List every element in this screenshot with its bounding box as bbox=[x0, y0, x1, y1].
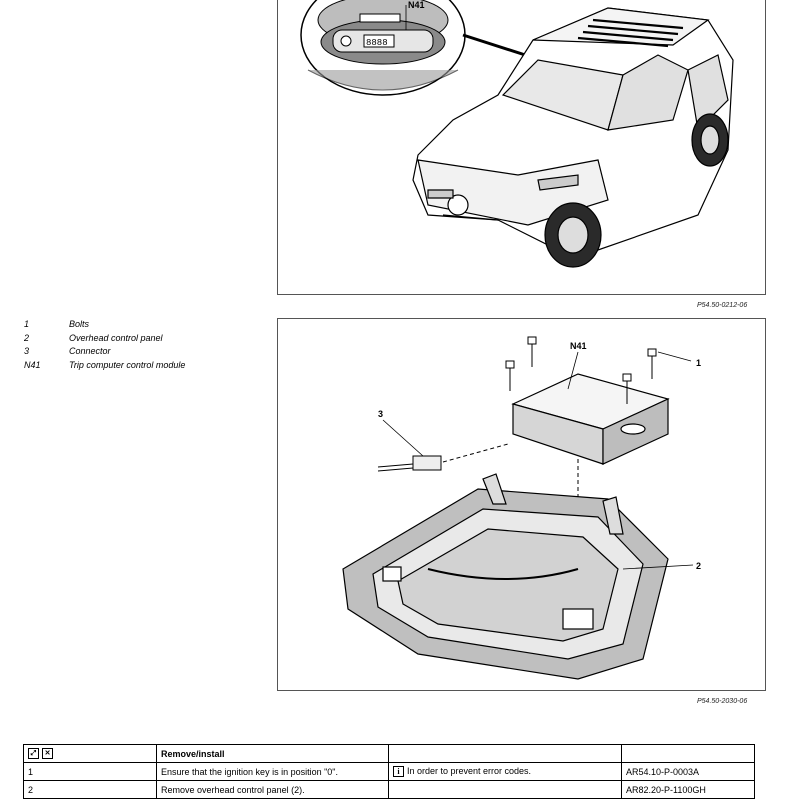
reference-link[interactable]: AR54.10-P-0003A bbox=[621, 762, 755, 781]
figure-code-bottom: P54.50-2030-06 bbox=[697, 698, 748, 705]
table-title: Remove/install bbox=[156, 744, 389, 763]
collapse-icon[interactable]: ✕ bbox=[42, 748, 53, 759]
exploded-view-figure: 1 N41 3 2 bbox=[277, 318, 766, 691]
info-icon: i bbox=[393, 766, 404, 777]
figure-code-top: P54.50-0212-06 bbox=[697, 302, 748, 309]
table-header-row: ⤢ ✕ Remove/install bbox=[23, 744, 755, 763]
vehicle-illustration: 8888 N41 bbox=[300, 0, 734, 268]
table-row: 1 Ensure that the ignition key is in pos… bbox=[23, 762, 755, 781]
reference-link[interactable]: AR82.20-P-1100GH bbox=[621, 780, 755, 799]
suv-drawing bbox=[412, 7, 734, 268]
expand-icon[interactable]: ⤢ bbox=[28, 748, 39, 759]
overhead-control-panel bbox=[342, 473, 669, 680]
bolts bbox=[505, 336, 657, 404]
display-readout: 8888 bbox=[366, 38, 388, 48]
callout-1: 1 bbox=[696, 358, 701, 368]
callout-n41-top: N41 bbox=[408, 0, 425, 10]
callout-n41: N41 bbox=[570, 341, 587, 351]
exploded-illustration: 1 N41 3 2 bbox=[342, 336, 701, 680]
magnified-detail: 8888 N41 bbox=[300, 0, 466, 96]
vehicle-location-figure: 8888 N41 bbox=[277, 0, 766, 295]
trip-computer-module bbox=[511, 373, 670, 465]
procedure-table: ⤢ ✕ Remove/install 1 Ensure that the ign… bbox=[23, 744, 755, 799]
connector bbox=[377, 443, 509, 472]
callout-3: 3 bbox=[378, 409, 383, 419]
table-row: 2 Remove overhead control panel (2). AR8… bbox=[23, 780, 755, 799]
callout-2: 2 bbox=[696, 561, 701, 571]
